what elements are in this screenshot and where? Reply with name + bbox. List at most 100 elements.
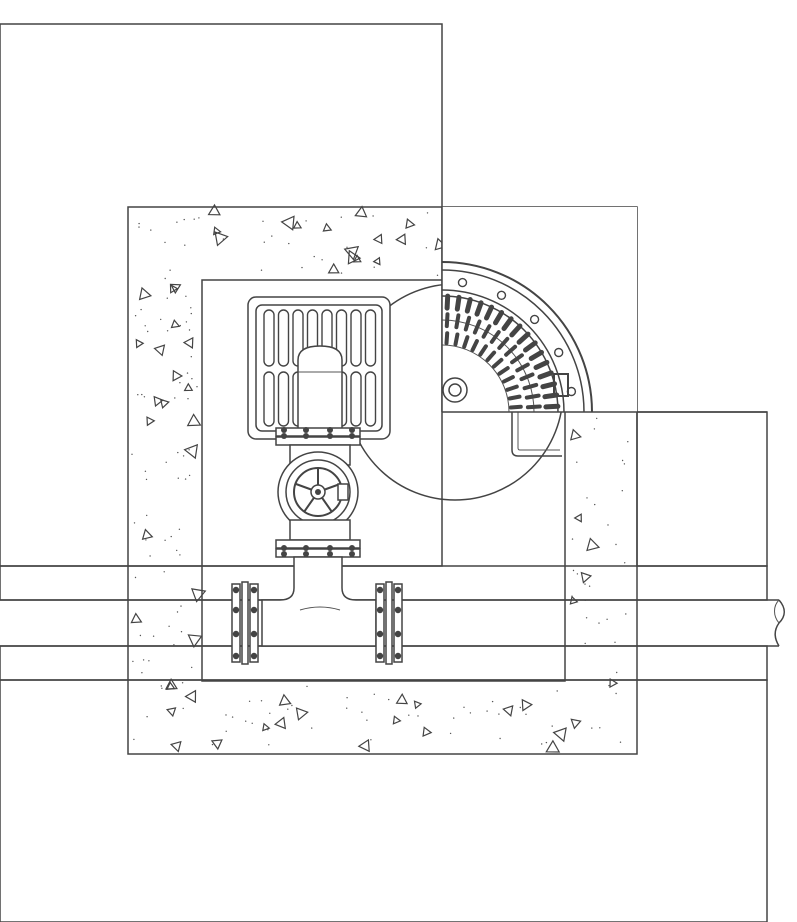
aggregate-dot xyxy=(491,700,494,703)
cover-slot xyxy=(470,339,479,353)
grate-slot-top xyxy=(263,309,275,367)
aggregate-dot xyxy=(142,659,145,661)
aggregate-stone xyxy=(146,416,156,427)
aggregate-dot xyxy=(133,738,135,741)
cover-slot xyxy=(463,315,472,332)
cover-slot xyxy=(444,293,451,311)
aggregate-dot xyxy=(164,539,166,541)
cover-slot xyxy=(444,331,450,346)
aggregate-dot xyxy=(147,330,149,333)
cover-slot xyxy=(510,353,524,365)
aggregate-dot xyxy=(499,737,501,740)
aggregate-dot xyxy=(148,660,150,662)
cover-bolt-hole xyxy=(457,277,468,288)
aggregate-stone xyxy=(413,700,423,710)
aggregate-dot xyxy=(144,325,146,327)
aggregate-stone xyxy=(207,203,221,216)
aggregate-dot xyxy=(486,710,488,712)
right-flange xyxy=(375,581,403,665)
bolt xyxy=(327,433,333,439)
aggregate-stone xyxy=(183,382,194,392)
aggregate-dot xyxy=(627,441,629,443)
cover-slot xyxy=(524,393,541,400)
cover-slot xyxy=(454,313,461,330)
aggregate-stone xyxy=(502,704,514,717)
aggregate-dot xyxy=(361,711,363,713)
concrete-aggregate xyxy=(130,203,629,753)
manhole-cover-detail xyxy=(441,207,767,457)
aggregate-dot xyxy=(179,554,181,556)
aggregate-stone xyxy=(135,338,145,349)
aggregate-stone xyxy=(170,319,181,329)
aggregate-dot xyxy=(190,307,192,309)
aggregate-stone xyxy=(190,588,207,603)
aggregate-stone xyxy=(159,398,170,409)
aggregate-dot xyxy=(184,244,186,246)
aggregate-dot xyxy=(187,398,189,400)
aggregate-dot xyxy=(388,698,390,701)
cover-slot xyxy=(481,324,492,339)
cover-slot xyxy=(528,349,544,361)
grate-slot-top xyxy=(277,309,290,367)
bolt xyxy=(349,545,355,551)
aggregate-dot xyxy=(607,524,609,526)
aggregate-dot xyxy=(176,549,178,552)
aggregate-dot xyxy=(177,451,179,454)
grate-slot-bottom xyxy=(263,371,275,427)
aggregate-dot xyxy=(145,539,147,541)
bolt xyxy=(327,427,333,433)
bolt xyxy=(232,606,240,614)
aggregate-stone xyxy=(372,256,381,266)
aggregate-dot xyxy=(186,372,189,374)
aggregate-dot xyxy=(346,697,348,699)
aggregate-dot xyxy=(183,218,185,221)
aggregate-stone xyxy=(166,681,176,690)
cover-bolt-hole xyxy=(554,347,564,358)
aggregate-stone xyxy=(292,220,303,229)
aggregate-dot xyxy=(571,538,574,540)
cover-slot xyxy=(523,340,538,353)
aggregate-dot xyxy=(251,722,253,724)
cover-bolt-hole xyxy=(529,314,540,325)
aggregate-dot xyxy=(594,503,596,506)
aggregate-dot xyxy=(425,247,428,249)
valve-assembly xyxy=(275,345,361,558)
aggregate-dot xyxy=(556,690,558,692)
grate-slot-bottom xyxy=(277,371,290,427)
aggregate-dot xyxy=(169,269,171,271)
cover-slot xyxy=(484,304,495,321)
concrete-chamber xyxy=(127,203,638,755)
cover-slot xyxy=(537,370,554,380)
aggregate-dot xyxy=(291,704,293,707)
aggregate-dot xyxy=(141,672,143,674)
cover-slot xyxy=(478,344,488,357)
bolt xyxy=(250,652,258,660)
aggregate-dot xyxy=(301,266,303,269)
cover-slot xyxy=(497,336,510,350)
aggregate-dot xyxy=(373,266,375,268)
bolt xyxy=(394,606,402,614)
aggregate-dot xyxy=(593,428,596,430)
aggregate-stone xyxy=(609,677,619,689)
cover-slot xyxy=(543,403,561,410)
cover-slot xyxy=(491,357,504,369)
bolt xyxy=(250,606,258,614)
cover-slot xyxy=(522,382,539,391)
cover-slot xyxy=(453,332,460,347)
bolt xyxy=(281,545,287,551)
aggregate-dot xyxy=(287,708,289,710)
bolt xyxy=(349,551,355,557)
aggregate-stone xyxy=(210,739,223,751)
cover-slot xyxy=(464,297,473,314)
aggregate-dot xyxy=(140,308,142,311)
aggregate-dot xyxy=(163,571,165,573)
aggregate-stone xyxy=(357,738,370,753)
aggregate-stone xyxy=(573,513,582,523)
aggregate-dot xyxy=(288,242,290,245)
aggregate-dot xyxy=(193,218,195,220)
bolt xyxy=(376,630,384,638)
aggregate-dot xyxy=(145,478,148,481)
aggregate-dot xyxy=(211,743,214,746)
bolt xyxy=(232,652,240,660)
